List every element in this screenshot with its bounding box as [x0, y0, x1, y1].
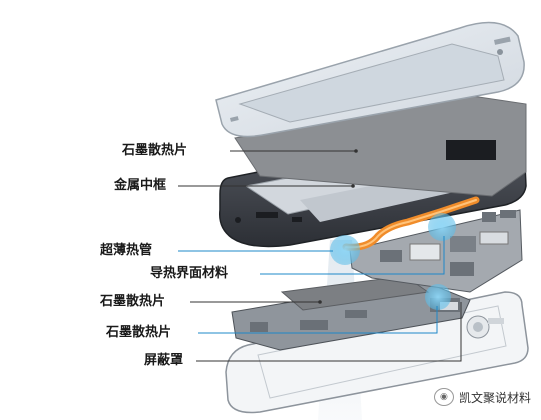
watermark-text: 凯文聚说材料 — [458, 390, 531, 405]
watermark: ◉ 凯文聚说材料 — [433, 388, 531, 406]
label-thermal-interface: 导热界面材料 — [150, 266, 229, 281]
label-graphite-sheet-1: 石墨散热片 — [122, 143, 188, 158]
main-board — [349, 209, 523, 293]
wechat-icon: ◉ — [433, 388, 454, 406]
camera-cutout — [446, 140, 496, 160]
front-glass — [215, 21, 525, 138]
label-metal-frame: 金属中框 — [114, 178, 167, 193]
label-heat-pipe: 超薄热管 — [100, 243, 153, 258]
label-shield: 屏蔽罩 — [144, 353, 184, 368]
label-graphite-sheet-2: 石墨散热片 — [100, 294, 166, 309]
highlight-graphite — [425, 284, 451, 310]
highlight-heat-pipe — [330, 235, 360, 265]
leader-lines — [178, 149, 462, 362]
back-cover — [225, 291, 529, 414]
highlight-interface — [428, 213, 456, 241]
label-graphite-sheet-3: 石墨散热片 — [106, 325, 172, 340]
